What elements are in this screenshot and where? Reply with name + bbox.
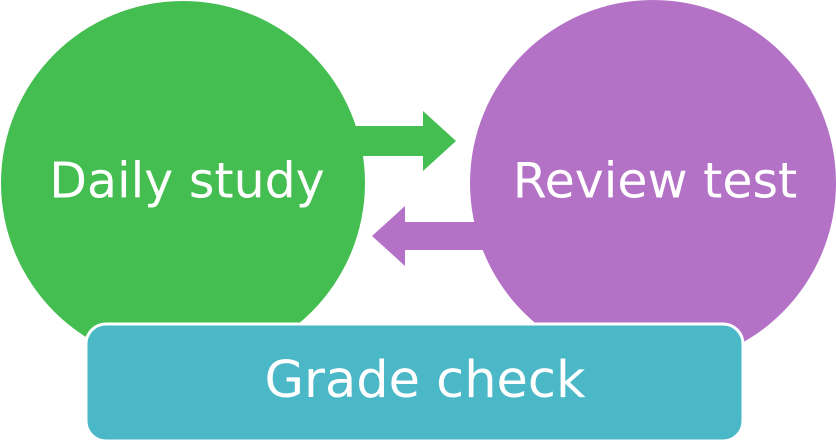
review-test-label: Review test	[513, 153, 798, 210]
daily-study-label: Daily study	[49, 153, 324, 210]
arrow-right-icon	[355, 111, 456, 171]
arrow-left-icon	[372, 206, 484, 266]
grade-check-box	[84, 322, 745, 443]
review-test-circle	[470, 0, 836, 366]
node-review-test: Review test	[470, 0, 836, 366]
node-grade-check: Grade check	[84, 322, 745, 443]
grade-check-label: Grade check	[264, 351, 585, 410]
node-daily-study: Daily study	[1, 1, 365, 365]
daily-study-circle	[1, 1, 365, 365]
